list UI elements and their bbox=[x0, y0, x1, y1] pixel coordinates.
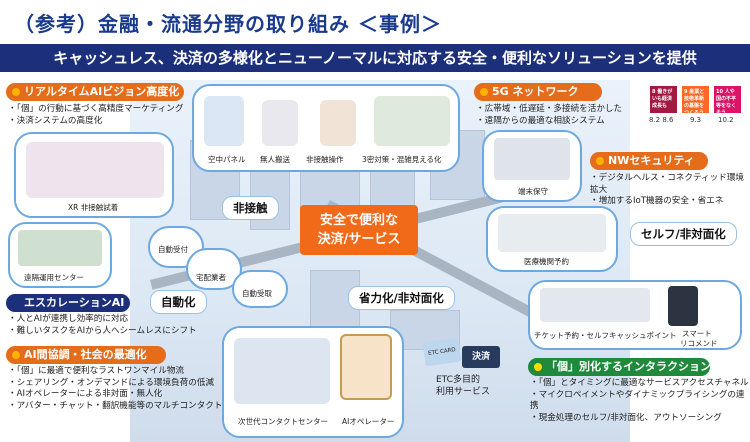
xr-fitting-bubble: XR 非接触試着 bbox=[14, 132, 174, 218]
terminal-maintenance-bubble: 端末保守 bbox=[482, 130, 582, 202]
point: アバター・チャット・翻訳機能等のマルチコンタクト bbox=[8, 401, 223, 413]
nw-security-header: NWセキュリティ bbox=[590, 152, 708, 170]
automation-chip: 自動化 bbox=[150, 290, 207, 314]
center-line-1: 安全で便利な bbox=[319, 213, 398, 228]
auto-reception-label: 自動受付 bbox=[158, 245, 188, 254]
ai-cooperation-header: AI間協調・社会の最適化 bbox=[6, 346, 166, 364]
crowd-visualization-icon bbox=[374, 96, 450, 146]
caption-medical: 医療機関予約 bbox=[524, 257, 569, 266]
bullet-dot bbox=[596, 157, 604, 165]
5g-title: 5G ネットワーク bbox=[492, 85, 579, 98]
labor-saving-chip: 省力化/非対面化 bbox=[348, 286, 455, 310]
sdg-8-icon: 8 働きがいも経済成長も bbox=[650, 86, 677, 113]
caption-etc-1: ETC多目的 bbox=[436, 375, 480, 385]
auto-pickup-bubble: 自動受取 bbox=[232, 270, 288, 308]
caption-recommend: リコメンド bbox=[680, 339, 718, 348]
sdg-9-target: 9.3 bbox=[690, 116, 702, 124]
bullet-dot bbox=[12, 351, 20, 359]
caption-air-panel: 空中パネル bbox=[208, 155, 246, 164]
point: AIオペレーターによる非対面・無人化 bbox=[8, 389, 222, 401]
contact-center-icon bbox=[234, 338, 330, 404]
bullet-dot bbox=[480, 88, 488, 96]
caption-smart: スマート bbox=[682, 329, 712, 338]
contact-center-bubble: 次世代コンタクトセンター AIオペレーター bbox=[222, 326, 404, 438]
realtime-ai-header: リアルタイムAIビジョン高度化 bbox=[6, 83, 184, 101]
payment-terminal-icon: 決済 bbox=[462, 346, 500, 368]
caption-contact-center: 次世代コンタクトセンター bbox=[238, 417, 328, 426]
individual-interaction-points: 「個」とタイミングに最適なサービスアクセスチャネル マイクロペイメントやダイナミ… bbox=[530, 378, 750, 424]
caption-xr: XR 非接触試着 bbox=[68, 203, 119, 212]
escalation-ai-header: エスカレーションAI bbox=[6, 294, 130, 312]
ticket-bubble: チケット予約・セルフキャッシュポイント スマート リコメンド bbox=[528, 280, 742, 350]
caption-ticket: チケット予約・セルフキャッシュポイント bbox=[534, 331, 677, 340]
courier-label: 宅配業者 bbox=[196, 273, 226, 282]
realtime-ai-points: 「個」の行動に基づく高精度マーケティング 決済システムの高度化 bbox=[8, 104, 184, 127]
point: 遠隔からの最適な相談システム bbox=[476, 116, 622, 128]
touchless-chip: 非接触 bbox=[222, 196, 279, 220]
caption-remote-center: 遠隔運用センター bbox=[24, 273, 84, 282]
individual-interaction-title: 「個」別化するインタラクション bbox=[546, 360, 711, 373]
ai-operator-icon bbox=[340, 334, 392, 400]
contactless-operation-icon bbox=[320, 100, 356, 146]
point: 「個」とタイミングに最適なサービスアクセスチャネル bbox=[530, 378, 750, 390]
medical-kiosk-icon bbox=[498, 214, 606, 252]
etc-card-icon: ETC CARD bbox=[422, 337, 462, 367]
center-label: 安全で便利な 決済/サービス bbox=[300, 205, 418, 255]
unmanned-transport-icon bbox=[262, 100, 298, 146]
individual-interaction-header: 「個」別化するインタラクション bbox=[528, 358, 711, 376]
sdg-9-icon: 9 産業と技術革新の基盤をつくろう bbox=[682, 86, 709, 116]
ticket-kiosk-icon bbox=[540, 288, 650, 322]
auto-pickup-label: 自動受取 bbox=[242, 289, 272, 298]
caption-etc-2: 利用サービス bbox=[436, 387, 491, 397]
self-service-chip: セルフ/非対面化 bbox=[630, 222, 737, 246]
realtime-ai-title: リアルタイムAIビジョン高度化 bbox=[24, 85, 180, 98]
5g-header: 5G ネットワーク bbox=[474, 83, 602, 101]
sdg-10-icon: 10 人や国の不平等をなくそう bbox=[714, 86, 741, 116]
caption-crowd: 3密対策・混雑見える化 bbox=[362, 155, 442, 164]
point: 人とAIが連携し効率的に対応 bbox=[8, 314, 197, 326]
caption-unmanned-transport: 無人搬送 bbox=[260, 155, 290, 164]
point: 広帯域・低遅延・多接続を活かした bbox=[476, 104, 623, 116]
point: シェアリング・オンデマンドによる環境負荷の低減 bbox=[8, 378, 222, 390]
subtitle-banner: キャッシュレス、決済の多様化とニューノーマルに対応する安全・便利なソリューション… bbox=[0, 44, 750, 72]
5g-points: 広帯域・低遅延・多接続を活かした 遠隔からの最適な相談システム bbox=[476, 104, 623, 128]
nw-security-points: デジタルヘルス・コネクティッド環境拡大 増加するIoT機器の安全・省エネ bbox=[590, 173, 750, 208]
air-panel-icon bbox=[204, 96, 244, 146]
sdg-8-target: 8.2 8.6 bbox=[649, 116, 674, 124]
touchless-bubble: 空中パネル 無人搬送 非接触操作 3密対策・混雑見える化 bbox=[192, 84, 460, 172]
center-line-2: 決済/サービス bbox=[317, 232, 401, 247]
point: 現金処理のセルフ/非対面化、アウトソーシング bbox=[530, 413, 750, 425]
ai-cooperation-points: 「個」に最適で便利なラストワンマイル物流 シェアリング・オンデマンドによる環境負… bbox=[8, 366, 223, 413]
bullet-dot bbox=[534, 363, 542, 371]
ai-cooperation-title: AI間協調・社会の最適化 bbox=[24, 348, 147, 361]
caption-terminal-maint: 端末保守 bbox=[518, 187, 548, 196]
sdg-10-target: 10.2 bbox=[718, 116, 734, 124]
xr-fitting-icon bbox=[26, 142, 164, 198]
escalation-ai-title: エスカレーションAI bbox=[24, 296, 125, 309]
point: 決済システムの高度化 bbox=[8, 116, 184, 128]
escalation-ai-points: 人とAIが連携し効率的に対応 難しいタスクをAIから人へシームレスにシフト bbox=[8, 314, 197, 337]
caption-contactless-op: 非接触操作 bbox=[306, 155, 344, 164]
terminal-maintenance-icon bbox=[494, 138, 570, 180]
point: 難しいタスクをAIから人へシームレスにシフト bbox=[8, 326, 197, 338]
point: デジタルヘルス・コネクティッド環境拡大 bbox=[590, 173, 750, 196]
point: 「個」の行動に基づく高精度マーケティング bbox=[8, 104, 184, 116]
monitor-wall-icon bbox=[18, 230, 102, 266]
caption-ai-operator: AIオペレーター bbox=[342, 417, 395, 426]
nw-security-title: NWセキュリティ bbox=[608, 154, 695, 167]
page-title: （参考）金融・流通分野の取り組み ＜事例＞ bbox=[14, 12, 442, 36]
point: 増加するIoT機器の安全・省エネ bbox=[590, 196, 750, 208]
medical-reservation-bubble: 医療機関予約 bbox=[486, 206, 618, 272]
bullet-dot bbox=[12, 88, 20, 96]
smart-recommend-icon bbox=[668, 286, 698, 326]
point: 「個」に最適で便利なラストワンマイル物流 bbox=[8, 366, 222, 378]
point: マイクロペイメントやダイナミックプライシングの連携 bbox=[530, 390, 750, 413]
remote-center-bubble: 遠隔運用センター bbox=[8, 222, 112, 288]
